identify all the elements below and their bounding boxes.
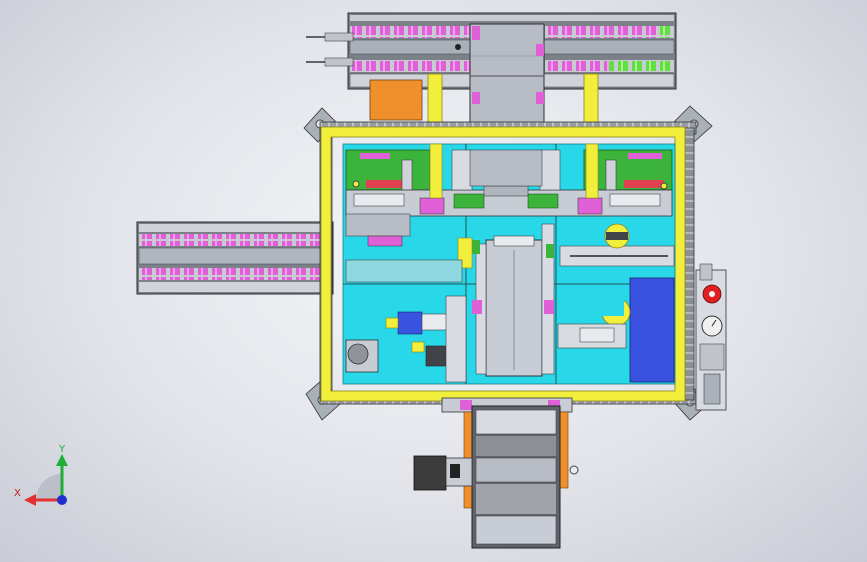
top-conveyor-belt-upper [350,26,470,38]
axis-triad: Y X [14,444,68,506]
upper-gripper-module [345,143,673,247]
orange-mount-block [369,79,423,121]
left-conveyor-assembly [136,221,334,295]
z-axis-dot [57,495,67,505]
center-lift-column [457,223,555,377]
right-lower-module [557,223,675,383]
left-lower-module [345,259,467,383]
right-pneumatic-valves [695,263,727,411]
left-conveyor-belt-upper [139,234,329,246]
bottom-drive-assembly [413,397,579,549]
left-conveyor-belt-lower [139,268,329,280]
top-conveyor-belt-lower [350,60,470,72]
y-axis-label: Y [58,444,66,455]
blue-block-right [629,277,675,383]
drive-motor [413,455,447,491]
x-axis-label: X [14,488,21,499]
yellow-base-plate [321,127,685,401]
orange-drive-rail-right [559,411,569,489]
blue-cylinder [397,311,423,335]
top-conveyor-assembly [306,12,677,133]
